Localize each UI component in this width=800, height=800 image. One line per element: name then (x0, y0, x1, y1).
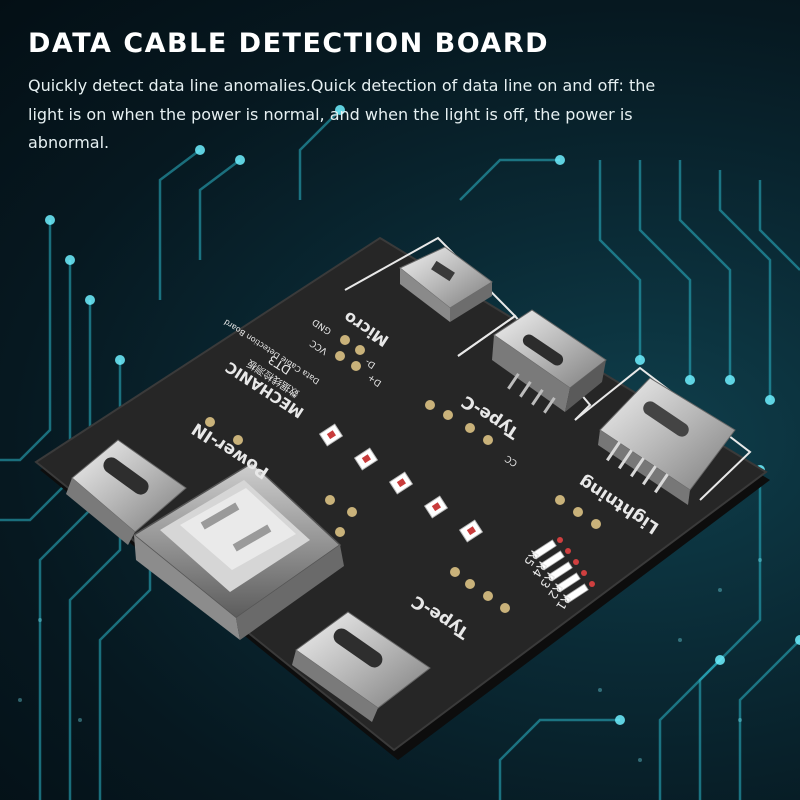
status-leds (318, 423, 484, 543)
lightning-port (598, 377, 736, 505)
type-c-port-bottom (292, 611, 431, 722)
power-in-type-c-port (66, 439, 187, 545)
micro-usb-port (399, 246, 493, 322)
usb-a-port (132, 462, 344, 640)
headline: DATA CABLE DETECTION BOARD (28, 28, 550, 59)
description-text: Quickly detect data line anomalies.Quick… (28, 76, 656, 152)
resistor-array: R5 R4 R3 R2 R1 (521, 537, 595, 613)
test-pads (205, 335, 601, 613)
type-c-port-top (492, 309, 607, 414)
pin-label-d-minus: D- (364, 356, 378, 370)
